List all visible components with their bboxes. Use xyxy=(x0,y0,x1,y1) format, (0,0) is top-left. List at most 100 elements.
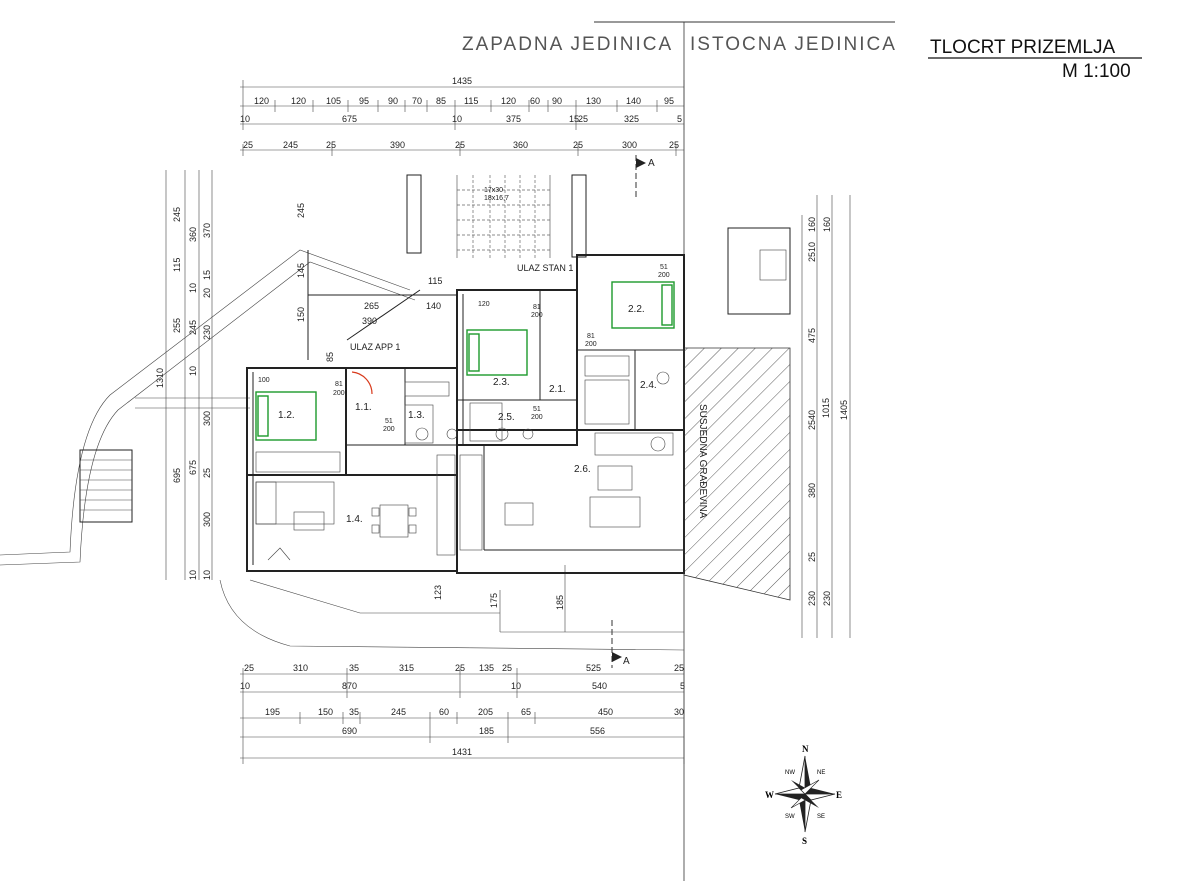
svg-text:360: 360 xyxy=(513,140,528,150)
svg-text:85: 85 xyxy=(325,352,335,362)
svg-text:115: 115 xyxy=(172,258,182,272)
svg-text:10: 10 xyxy=(452,114,462,124)
svg-text:120: 120 xyxy=(254,96,269,106)
svg-text:2540: 2540 xyxy=(807,410,817,430)
svg-text:SW: SW xyxy=(785,814,795,820)
interior-dimensions: 245 145 150 85 115 265 140 390 123 175 1… xyxy=(296,203,565,610)
svg-text:390: 390 xyxy=(390,140,405,150)
svg-text:10: 10 xyxy=(240,681,250,691)
external-stair xyxy=(79,449,133,523)
svg-text:200: 200 xyxy=(531,414,543,421)
svg-text:25: 25 xyxy=(578,114,588,124)
section-marker-bottom: A xyxy=(611,620,630,668)
drawing-title: TLOCRT PRIZEMLJA xyxy=(930,37,1115,58)
svg-text:90: 90 xyxy=(552,96,562,106)
svg-text:65: 65 xyxy=(521,707,531,717)
svg-text:25: 25 xyxy=(202,468,212,478)
svg-text:25: 25 xyxy=(669,140,679,150)
room-label-2-4: 2.4. xyxy=(640,380,657,391)
svg-text:115: 115 xyxy=(428,276,442,286)
svg-text:60: 60 xyxy=(530,96,540,106)
svg-text:60: 60 xyxy=(439,707,449,717)
svg-text:230: 230 xyxy=(822,591,832,606)
svg-text:1405: 1405 xyxy=(839,400,849,420)
svg-text:35: 35 xyxy=(349,663,359,673)
room-label-1-1: 1.1. xyxy=(355,402,372,413)
svg-text:300: 300 xyxy=(622,140,637,150)
svg-text:25: 25 xyxy=(502,663,512,673)
svg-text:10: 10 xyxy=(202,570,212,580)
svg-text:245: 245 xyxy=(296,203,306,218)
svg-text:123: 123 xyxy=(433,585,443,600)
svg-text:81: 81 xyxy=(533,304,541,311)
svg-text:150: 150 xyxy=(296,307,306,322)
top-dimension-chain: 1435 120 120 105 95 90 70 85 115 120 60 … xyxy=(240,76,685,156)
svg-text:N: N xyxy=(802,744,809,754)
svg-text:81: 81 xyxy=(335,381,343,388)
svg-text:105: 105 xyxy=(326,96,341,106)
svg-text:1015: 1015 xyxy=(821,398,831,418)
svg-text:1435: 1435 xyxy=(452,76,472,86)
room-label-2-6: 2.6. xyxy=(574,464,591,475)
svg-text:525: 525 xyxy=(586,663,601,673)
opening-notes: 100 120 81 200 81 200 81 200 51 200 51 2… xyxy=(258,264,670,433)
svg-text:120: 120 xyxy=(478,301,490,308)
svg-text:185: 185 xyxy=(555,595,565,610)
svg-text:70: 70 xyxy=(412,96,422,106)
svg-text:95: 95 xyxy=(359,96,369,106)
svg-text:160: 160 xyxy=(807,217,817,232)
neighbor-building: SUSJEDNA GRAĐEVINA xyxy=(683,227,791,601)
svg-text:200: 200 xyxy=(531,312,543,319)
bed-room-2-3 xyxy=(466,329,528,376)
svg-text:10: 10 xyxy=(511,681,521,691)
svg-text:51: 51 xyxy=(385,418,393,425)
svg-text:20: 20 xyxy=(202,288,212,298)
svg-text:200: 200 xyxy=(333,390,345,397)
room-label-2-5: 2.5. xyxy=(498,412,515,423)
svg-text:10: 10 xyxy=(240,114,250,124)
bed-room-2-2 xyxy=(611,281,675,329)
svg-text:51: 51 xyxy=(660,264,668,271)
svg-text:556: 556 xyxy=(590,726,605,736)
svg-text:1431: 1431 xyxy=(452,747,472,757)
svg-text:245: 245 xyxy=(283,140,298,150)
svg-text:2510: 2510 xyxy=(807,242,817,262)
svg-text:SUSJEDNA GRAĐEVINA: SUSJEDNA GRAĐEVINA xyxy=(697,404,708,519)
svg-text:10: 10 xyxy=(188,570,198,580)
room-label-2-1: 2.1. xyxy=(549,384,566,395)
svg-text:185: 185 xyxy=(479,726,494,736)
svg-text:17x30: 17x30 xyxy=(484,187,503,194)
svg-text:690: 690 xyxy=(342,726,357,736)
svg-text:51: 51 xyxy=(533,406,541,413)
svg-text:15: 15 xyxy=(202,270,212,280)
svg-text:95: 95 xyxy=(664,96,674,106)
furniture xyxy=(255,355,674,561)
svg-text:25: 25 xyxy=(244,663,254,673)
svg-text:A: A xyxy=(623,656,630,667)
room-label-1-3: 1.3. xyxy=(408,410,425,421)
svg-text:10: 10 xyxy=(188,283,198,293)
svg-text:25: 25 xyxy=(243,140,253,150)
west-unit-label: ZAPADNA JEDINICA xyxy=(462,34,673,55)
svg-text:390: 390 xyxy=(362,316,377,326)
svg-text:245: 245 xyxy=(391,707,406,717)
svg-text:245: 245 xyxy=(172,207,182,222)
svg-text:81: 81 xyxy=(587,333,595,340)
svg-text:5: 5 xyxy=(677,114,682,124)
svg-text:325: 325 xyxy=(624,114,639,124)
svg-text:140: 140 xyxy=(426,301,441,311)
svg-text:150: 150 xyxy=(318,707,333,717)
svg-text:S: S xyxy=(802,836,807,846)
entry-door-swing xyxy=(351,371,373,395)
svg-text:540: 540 xyxy=(592,681,607,691)
room-label-1-4: 1.4. xyxy=(346,514,363,525)
svg-text:NE: NE xyxy=(817,770,825,776)
svg-text:25: 25 xyxy=(326,140,336,150)
entrance-stan-label: ULAZ STAN 1 xyxy=(517,263,573,273)
svg-text:175: 175 xyxy=(489,593,499,608)
svg-text:380: 380 xyxy=(807,483,817,498)
left-dimension-chain: 245 115 255 1310 695 360 10 245 10 20 67… xyxy=(155,170,213,580)
svg-text:85: 85 xyxy=(436,96,446,106)
svg-text:265: 265 xyxy=(364,301,379,311)
